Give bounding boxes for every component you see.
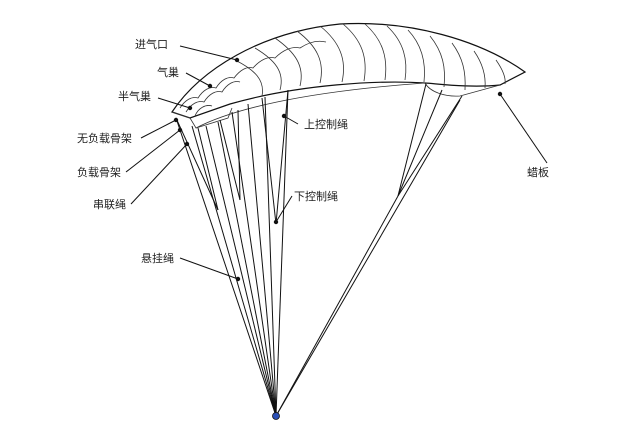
label-loaded-rib: 负载骨架 [77,165,121,179]
riser-point [272,412,280,420]
label-unloaded-rib: 无负载骨架 [77,131,132,145]
leader-lines [125,45,548,282]
suspension-lines [175,83,463,417]
label-cascade-line: 串联绳 [93,197,126,211]
canopy [171,22,527,129]
label-stabilizer: 蜡板 [527,165,549,179]
label-suspension-line: 悬挂绳 [141,251,174,265]
label-air-intake: 进气口 [135,37,168,51]
label-half-air-cell: 半气巢 [118,89,151,103]
label-upper-control-line: 上控制绳 [304,117,348,131]
label-air-cell: 气巢 [157,65,179,79]
label-lower-control-line: 下控制绳 [294,189,338,203]
